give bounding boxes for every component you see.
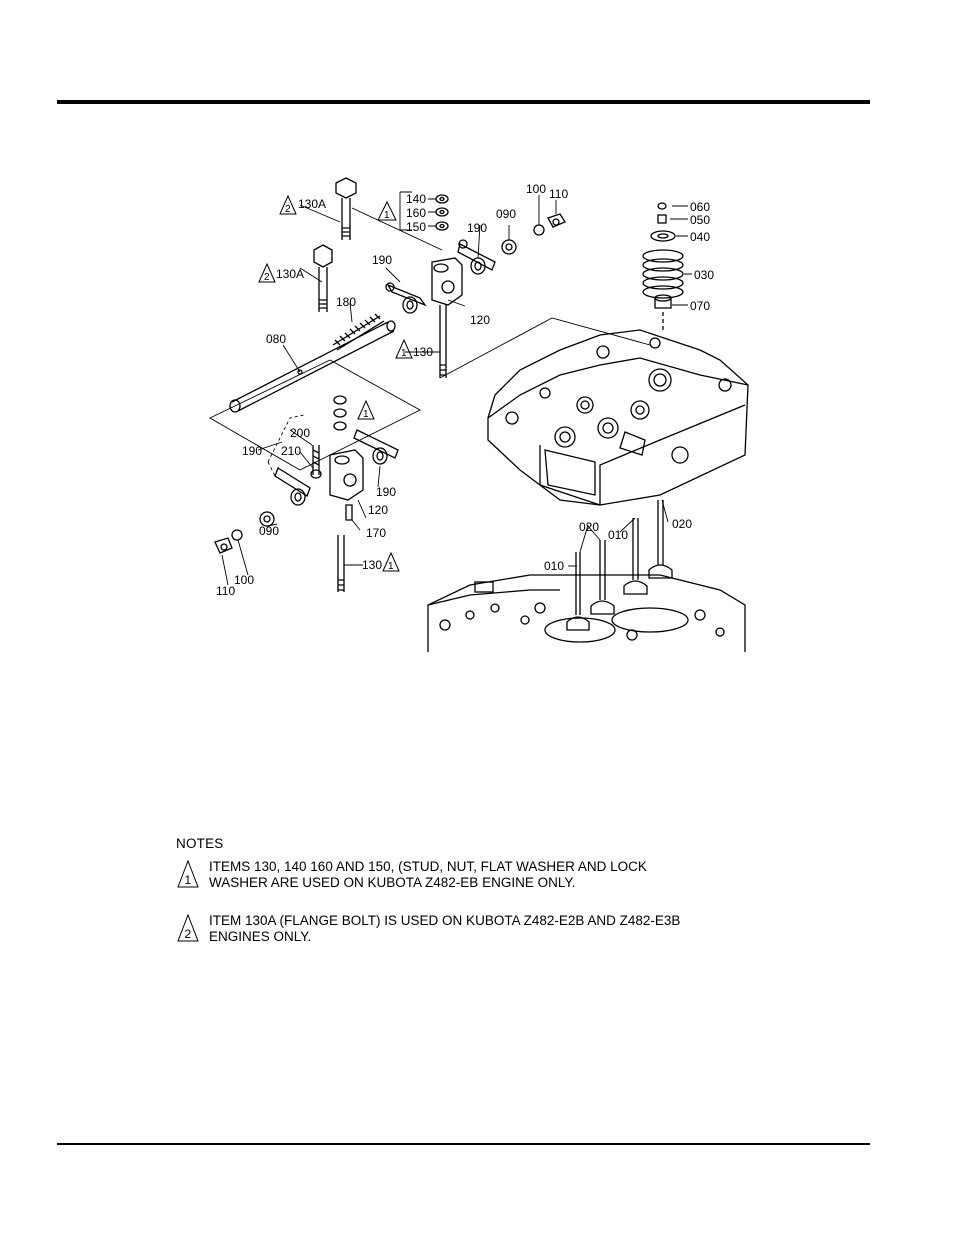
valve-spring-assembly (642, 202, 684, 330)
valves (566, 500, 673, 631)
callout-020-right: 020 (672, 517, 692, 531)
rocker-shaft (229, 320, 396, 413)
callout-180: 180 (336, 295, 356, 309)
svg-text:2: 2 (185, 927, 192, 941)
note-1-text: ITEMS 130, 140 160 AND 150, (STUD, NUT, … (209, 859, 647, 890)
callout-070: 070 (690, 299, 710, 313)
callout-160: 160 (406, 206, 426, 220)
callout-110-top: 110 (549, 187, 568, 201)
callout-170: 170 (366, 526, 386, 540)
rocker-spring (332, 313, 385, 351)
callout-040: 040 (690, 230, 710, 244)
callout-190-lower-right: 190 (376, 485, 396, 499)
callout-010-left: 010 (544, 559, 564, 573)
callout-100-top: 100 (526, 182, 546, 196)
callout-120-upper: 120 (470, 313, 490, 327)
lower-rocker-assembly (274, 395, 399, 592)
callout-090-lower: 090 (259, 524, 279, 538)
flange-bolt-top (335, 177, 357, 240)
lower-fasteners (214, 511, 275, 554)
callout-130: 130 (413, 345, 433, 359)
flag-markers (258, 194, 413, 572)
flag-1-icon: 1 (177, 859, 199, 888)
note-2: 2 ITEM 130A (FLANGE BOLT) IS USED ON KUB… (176, 913, 696, 945)
flag-1-b: 1 (401, 348, 407, 359)
flag-1-a: 1 (384, 210, 390, 221)
flag-1-c: 1 (363, 409, 369, 420)
notes-section: NOTES 1 ITEMS 130, 140 160 AND 150, (STU… (176, 836, 696, 967)
callout-080: 080 (266, 332, 286, 346)
upper-fasteners (435, 194, 566, 255)
footer-rule (57, 1143, 870, 1145)
leader-lines (209, 191, 692, 586)
callout-010-right: 010 (608, 528, 628, 542)
flag-1-d: 1 (388, 561, 394, 572)
flag-2-a: 2 (285, 204, 291, 215)
callout-190-top: 190 (467, 221, 487, 235)
callout-140: 140 (406, 192, 426, 206)
callout-130-lower: 130 (362, 558, 382, 572)
callout-200: 200 (290, 426, 310, 440)
svg-text:1: 1 (185, 873, 192, 887)
callout-190-upper-left: 190 (372, 253, 392, 267)
exploded-parts-diagram: 2 2 1 1 1 1 060 050 040 030 070 140 160 … (209, 177, 749, 652)
callout-030: 030 (694, 268, 714, 282)
callout-060: 060 (690, 200, 710, 214)
callout-190-lower-left: 190 (242, 444, 262, 458)
note-1: 1 ITEMS 130, 140 160 AND 150, (STUD, NUT… (176, 859, 696, 891)
note-2-text: ITEM 130A (FLANGE BOLT) IS USED ON KUBOT… (209, 913, 681, 944)
callout-210: 210 (281, 444, 301, 458)
callout-150: 150 (406, 220, 426, 234)
callout-130a-mid: 130A (276, 267, 304, 281)
flag-2-icon: 2 (177, 913, 199, 942)
flange-bolt-mid (313, 244, 333, 312)
callout-050: 050 (690, 213, 710, 227)
notes-heading: NOTES (176, 836, 224, 851)
callout-120-lower: 120 (368, 503, 388, 517)
upper-rocker-assembly (385, 239, 496, 378)
header-rule (57, 100, 870, 104)
callout-100-lower: 100 (234, 573, 254, 587)
cylinder-head (487, 329, 749, 506)
callout-130a-top: 130A (298, 197, 326, 211)
engine-block (427, 574, 746, 652)
callout-090-top: 090 (496, 207, 516, 221)
flag-2-b: 2 (264, 272, 270, 283)
callout-020-left: 020 (579, 520, 599, 534)
callout-110-lower: 110 (216, 584, 235, 598)
